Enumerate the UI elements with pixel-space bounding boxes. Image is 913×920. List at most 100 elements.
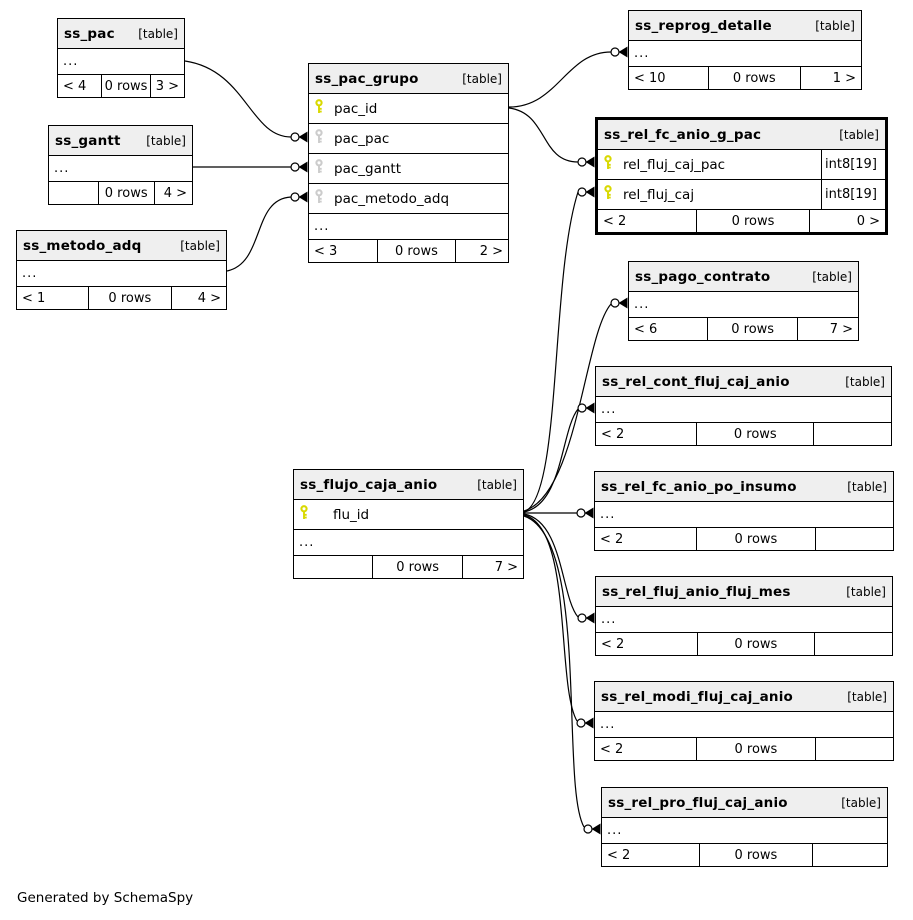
table-type-tag: [table]: [841, 795, 881, 810]
footer-row-count: 0 rows: [376, 240, 457, 262]
footer-child-count: [816, 528, 894, 550]
edge-ss-flujo-caja-anio-flu-id-to-ss-rel-cont-fluj-caj-anio: [523, 402, 595, 513]
table-name: ss_rel_cont_fluj_caj_anio: [602, 373, 790, 390]
zero-many-circle-marker: [290, 132, 300, 142]
column-name: flu_id: [333, 506, 370, 523]
footer-child-count: 1 >: [832, 70, 856, 86]
table-type-tag: [table]: [839, 127, 879, 142]
zero-many-circle-marker: [576, 718, 586, 728]
ellipsis-row: ...: [596, 396, 891, 422]
table-name: ss_flujo_caja_anio: [300, 476, 438, 493]
arrowhead-marker: [585, 156, 595, 168]
table-name: ss_rel_pro_fluj_caj_anio: [608, 794, 788, 811]
table-name: ss_metodo_adq: [23, 237, 142, 254]
footer-child-count: 3 >: [155, 78, 179, 94]
footer-child-count: [816, 738, 894, 760]
table-ss_flujo_caja_anio[interactable]: ss_flujo_caja_anio[table] flu_id...0 rows…: [293, 469, 524, 579]
arrowhead-marker: [298, 161, 308, 173]
footer-parent-count: < 10: [634, 70, 666, 86]
edge-ss-flujo-caja-anio-flu-id-to-ss-rel-modi-fluj-caj-anio: [523, 514, 594, 729]
table-name: ss_pac_grupo: [315, 70, 419, 87]
zero-many-circle-marker: [583, 824, 593, 834]
primary-key-icon: [299, 505, 312, 524]
footer-parent-count: < 2: [601, 636, 625, 652]
zero-many-circle-marker: [577, 403, 587, 413]
footer-parent-count: < 2: [600, 531, 624, 547]
footer-parent-count: < 2: [607, 847, 631, 863]
edge-ss-metodo-adq-to-ss-pac-grupo-pac-metodo-adq: [226, 191, 308, 272]
foreign-key-icon: [314, 189, 327, 208]
ellipsis-row: ...: [294, 529, 523, 555]
primary-key-icon: [603, 185, 616, 204]
edge-ss-flujo-caja-anio-flu-id-to-ss-rel-fc-anio-po-insumo: [524, 507, 594, 519]
table-header: ss_metodo_adq [table]: [17, 231, 226, 260]
ellipsis-row: ...: [58, 48, 184, 74]
arrowhead-marker: [585, 402, 595, 414]
table-type-tag: [table]: [845, 374, 885, 389]
arrowhead-marker: [584, 507, 594, 519]
table-header: ss_rel_fc_anio_g_pac [table]: [598, 120, 885, 149]
table-type-tag: [table]: [847, 689, 887, 704]
footer-row-count: 0 rows: [371, 556, 464, 578]
footer-row-count: 0 rows: [88, 287, 172, 309]
edge-ss-flujo-caja-anio-flu-id-to-ss-pago-contrato: [523, 297, 628, 512]
zero-many-circle-marker: [290, 192, 300, 202]
table-header: ss_rel_modi_fluj_caj_anio[table]: [595, 682, 893, 711]
table-type-tag: [table]: [462, 71, 502, 86]
table-header: ss_flujo_caja_anio[table]: [294, 470, 523, 499]
column-name: rel_fluj_caj_pac: [623, 156, 726, 173]
footer-row-count: 0 rows: [97, 182, 155, 204]
column-name: pac_gantt: [334, 160, 401, 177]
column-row-pac_id: pac_id: [309, 93, 508, 123]
zero-many-circle-marker: [576, 508, 586, 518]
arrowhead-marker: [591, 823, 601, 835]
zero-many-circle-marker: [577, 613, 587, 623]
footer-child-count: [814, 423, 891, 445]
primary-key-icon: [314, 99, 327, 118]
foreign-key-icon: [314, 129, 327, 148]
column-row-rel_fluj_caj_pac: rel_fluj_caj_pac int8[19]: [598, 149, 885, 179]
arrowhead-marker: [298, 131, 308, 143]
footer-row-count: 0 rows: [696, 528, 816, 550]
table-type-tag: [table]: [812, 269, 852, 284]
footer-child-count: 2 >: [479, 243, 503, 259]
table-type-tag: [table]: [180, 238, 220, 253]
edge-ss-pac-grupo-pac-id-to-ss-rel-fc-anio-g-pac-rel-fluj-caj-pac: [508, 107, 595, 168]
table-header: ss_rel_fc_anio_po_insumo[table]: [595, 472, 893, 501]
footer-row-count: 0 rows: [706, 318, 799, 340]
table-name: ss_rel_fc_anio_g_pac: [604, 126, 762, 143]
arrowhead-marker: [584, 717, 594, 729]
arrowhead-marker: [618, 297, 628, 309]
footer-child-count: [813, 844, 887, 866]
table-header: ss_pac[table]: [58, 19, 184, 48]
zero-many-circle-marker: [290, 162, 300, 172]
ellipsis-row: ...: [309, 213, 508, 239]
column-type: int8[19]: [821, 180, 885, 209]
footer-row-count: 0 rows: [100, 75, 152, 97]
table-ss_rel_fc_anio_g_pac[interactable]: ss_rel_fc_anio_g_pac [table] rel_fluj_caj_…: [595, 117, 888, 235]
column-type: int8[19]: [821, 150, 885, 179]
footer-parent-count: [49, 182, 98, 204]
ellipsis-row: ...: [602, 817, 887, 843]
zero-many-circle-marker: [577, 157, 587, 167]
column-row-pac_metodo_adq: pac_metodo_adq: [309, 183, 508, 213]
